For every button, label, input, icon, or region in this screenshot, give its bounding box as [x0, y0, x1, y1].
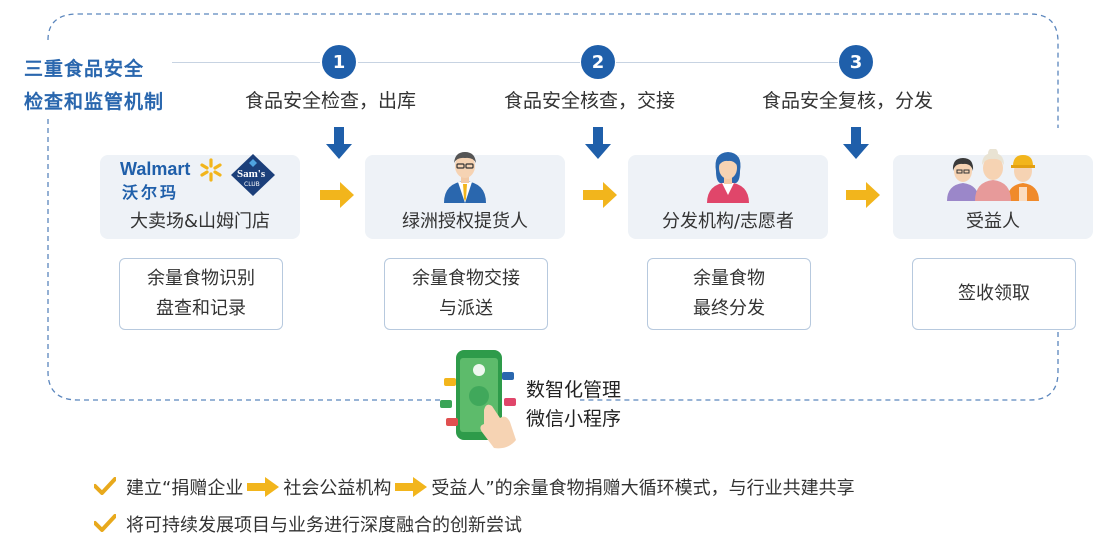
down-arrow-icon — [585, 127, 611, 159]
task-line: 盘查和记录 — [156, 298, 246, 319]
stage-pickup-person: 绿洲授权提货人 — [365, 152, 565, 239]
sams-logo-text: Sam's — [237, 168, 266, 180]
phone-app-icon — [440, 350, 516, 449]
sams-logo-subtext: CLUB — [244, 181, 260, 188]
task-box: 余量食物 最终分发 — [647, 258, 811, 330]
step-3-badge: 3 — [839, 45, 873, 79]
volunteer-woman-icon — [707, 152, 749, 203]
check-icon — [94, 514, 116, 532]
side-title-line2: 检查和监管机制 — [24, 91, 165, 113]
down-arrow-icon — [843, 127, 869, 159]
task-line: 最终分发 — [693, 298, 765, 319]
flow-arrow-icon — [320, 182, 354, 208]
flow-arrow-icon — [583, 182, 617, 208]
businessman-icon — [444, 152, 486, 203]
note-1-part-a: 建立“捐赠企业 — [126, 478, 244, 499]
connector-line — [172, 62, 320, 63]
note-1-part-b: 社会公益机构 — [283, 478, 392, 499]
sams-club-logo — [231, 154, 275, 196]
task-line: 余量食物识别 — [147, 268, 255, 289]
side-title-line1: 三重食品安全 — [24, 58, 145, 80]
stage-label: 分发机构/志愿者 — [661, 211, 795, 232]
task-line: 与派送 — [439, 298, 493, 319]
stage-distribution: 分发机构/志愿者 — [628, 152, 828, 239]
down-arrow-icon — [326, 127, 352, 159]
stage-label: 绿洲授权提货人 — [402, 211, 528, 232]
stage-label: 受益人 — [966, 211, 1020, 232]
mini-arrow-icon — [395, 477, 428, 497]
step-2-badge: 2 — [581, 45, 615, 79]
store-logos: Walmart 沃尔玛 Sam's CLUB — [120, 151, 280, 202]
note-1-part-c: 受益人”的余量食物捐赠大循环模式，与行业共建共享 — [431, 478, 855, 499]
step-1-badge: 1 — [322, 45, 356, 79]
stage-stores: Walmart 沃尔玛 Sam's CLUB 大卖场&山姆门店 — [100, 154, 300, 239]
beneficiaries-icon — [947, 149, 1039, 201]
task-box: 余量食物识别 盘查和记录 — [119, 258, 283, 330]
step-3-label: 食品安全复核，分发 — [762, 90, 934, 112]
task-line: 签收领取 — [958, 283, 1030, 304]
stage-beneficiaries: 受益人 — [893, 149, 1093, 239]
task-box: 签收领取 — [912, 258, 1076, 330]
walmart-cn-logo: 沃尔玛 — [122, 183, 180, 202]
mini-program-label: 微信小程序 — [526, 408, 622, 430]
task-box: 余量食物交接 与派送 — [384, 258, 548, 330]
step-1-label: 食品安全检查，出库 — [245, 90, 417, 112]
connector-line — [616, 62, 838, 63]
mini-arrow-icon — [247, 477, 280, 497]
task-line: 余量食物 — [693, 268, 765, 289]
stage-label: 大卖场&山姆门店 — [129, 211, 271, 232]
walmart-spark-icon — [200, 158, 222, 182]
connector-line — [358, 62, 580, 63]
flow-arrow-icon — [846, 182, 880, 208]
digital-management-label: 数智化管理 — [526, 379, 622, 401]
note-1: 建立“捐赠企业 社会公益机构 受益人”的余量食物捐赠大循环模式，与行业共建共享 — [126, 474, 855, 500]
task-line: 余量食物交接 — [412, 268, 520, 289]
walmart-logo: Walmart — [120, 159, 191, 179]
note-2: 将可持续发展项目与业务进行深度融合的创新尝试 — [126, 515, 522, 536]
step-2-label: 食品安全核查，交接 — [504, 90, 676, 112]
check-icon — [94, 477, 116, 495]
